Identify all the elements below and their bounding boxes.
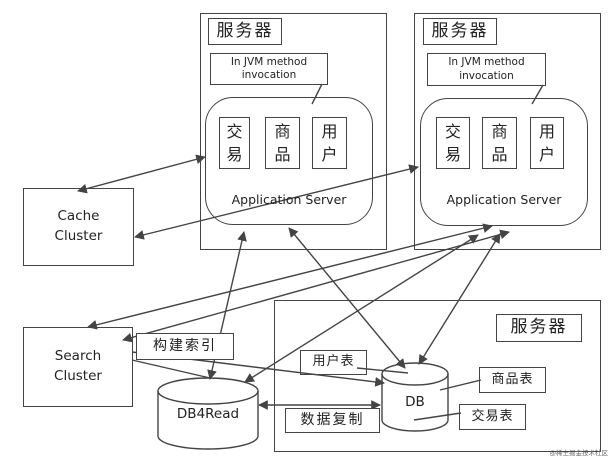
server-1-app-server: [205, 97, 373, 225]
callout-pointer-left: [311, 83, 323, 105]
server2-db-arrow: [418, 233, 501, 365]
server-1-module-trade: 交 易: [219, 117, 250, 169]
db4read-cylinder-rim: [157, 390, 259, 405]
server-2-module-user: 用 户: [530, 117, 564, 169]
server-2-app-server: [420, 98, 588, 226]
server-2-module-trade: 交 易: [436, 117, 470, 169]
server-2-app-server-label: Application Server: [446, 192, 562, 208]
trade-table-pointer: [413, 412, 462, 421]
db-cylinder: [381, 362, 449, 432]
db-server-title: 服务器: [496, 314, 582, 342]
product-table-pointer: [439, 379, 482, 391]
callout-pointer-right: [531, 84, 544, 105]
server-2-method-call: In JVM method invocation: [427, 53, 546, 86]
build-index-label: 构建索引: [136, 333, 234, 360]
user-table-pointer: [356, 367, 409, 374]
search-db4read-line: [131, 359, 211, 379]
server-1: [200, 13, 387, 250]
db4read-label: DB4Read: [176, 406, 240, 423]
server-2: [414, 13, 601, 250]
server-1-app-server-label: Application Server: [231, 192, 347, 208]
search-cluster: Search Cluster: [23, 327, 133, 407]
server-1-module-user: 用 户: [312, 117, 347, 169]
watermark: @稀土掘金技术社区: [549, 449, 609, 458]
data-replication-label: 数据复制: [285, 408, 380, 433]
db-cylinder-rim: [381, 373, 449, 386]
db-server: [274, 300, 601, 452]
server-1-method-call: In JVM method invocation: [210, 53, 328, 85]
trade-table-label: 交易表: [459, 404, 526, 430]
cache-cluster: Cache Cluster: [23, 188, 134, 266]
server-2-title: 服务器: [423, 18, 497, 45]
product-table-label: 商品表: [479, 367, 546, 393]
server-1-module-product: 商 品: [265, 117, 300, 169]
db-label: DB: [405, 394, 425, 411]
cache-server1-arrow: [77, 154, 206, 194]
db4read-cylinder: [157, 377, 259, 450]
server-2-module-product: 商 品: [482, 117, 517, 169]
server-1-title: 服务器: [208, 18, 282, 45]
user-table-label: 用户表: [300, 350, 367, 375]
